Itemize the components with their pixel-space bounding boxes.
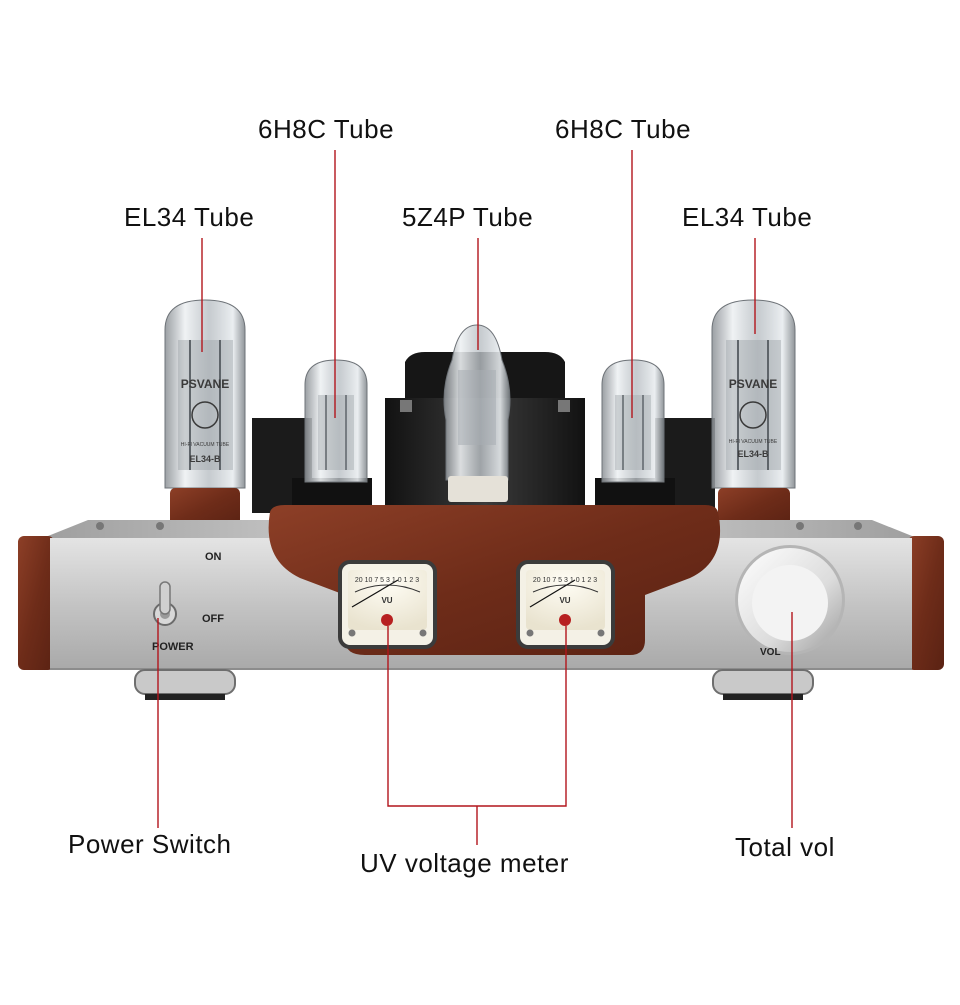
meter-unit-text: VU xyxy=(381,596,392,605)
vu-meter-right: 20 10 7 5 3 1 0 1 2 3 VU xyxy=(516,560,615,649)
5z4p-tube xyxy=(443,324,511,502)
label-5z4p: 5Z4P Tube xyxy=(402,202,534,232)
right-foot xyxy=(712,669,814,695)
meter-scale-text: 20 10 7 5 3 1 0 1 2 3 xyxy=(533,577,597,584)
tube-brand-text: PSVANE xyxy=(181,377,229,391)
left-foot xyxy=(134,669,236,695)
tube-model-text: EL34-B xyxy=(737,449,769,459)
leader-line-vu-meters xyxy=(387,626,567,845)
right-wood-side xyxy=(908,536,944,670)
label-uv-voltage-meter: UV voltage meter xyxy=(360,848,569,878)
volume-label: VOL xyxy=(760,647,781,658)
tube-brand-text: PSVANE xyxy=(729,377,777,391)
meter-scale-text: 20 10 7 5 3 1 0 1 2 3 xyxy=(355,577,419,584)
switch-on-label: ON xyxy=(205,551,222,563)
label-power-switch: Power Switch xyxy=(68,829,232,859)
leader-lines xyxy=(157,150,793,845)
label-total-vol: Total vol xyxy=(735,832,835,862)
tube-socket-left xyxy=(292,478,372,508)
switch-power-label: POWER xyxy=(152,641,194,653)
meter-unit-text: VU xyxy=(559,596,570,605)
volume-knob[interactable] xyxy=(735,545,845,655)
left-wood-side xyxy=(18,536,54,670)
tube-socket-right xyxy=(595,478,675,508)
switch-off-label: OFF xyxy=(202,613,224,625)
el34-tube-right: PSVANE HI-FI VACUUM TUBE EL34-B xyxy=(711,299,796,530)
label-el34-right: EL34 Tube xyxy=(682,202,813,232)
tube-model-text: EL34-B xyxy=(189,454,221,464)
label-el34-left: EL34 Tube xyxy=(124,202,255,232)
6h8c-tube-left xyxy=(304,359,368,483)
label-6h8c-left: 6H8C Tube xyxy=(258,114,395,144)
el34-tube-left: PSVANE HI-FI VACUUM TUBE EL34-B xyxy=(164,299,246,530)
vu-meter-left: 20 10 7 5 3 1 0 1 2 3 VU xyxy=(338,560,437,649)
6h8c-tube-right xyxy=(601,359,665,483)
tube-line-text: HI-FI VACUUM TUBE xyxy=(729,439,778,445)
power-toggle-switch[interactable] xyxy=(153,581,177,626)
label-6h8c-right: 6H8C Tube xyxy=(555,114,692,144)
tube-line-text: HI-FI VACUUM TUBE xyxy=(181,442,230,448)
